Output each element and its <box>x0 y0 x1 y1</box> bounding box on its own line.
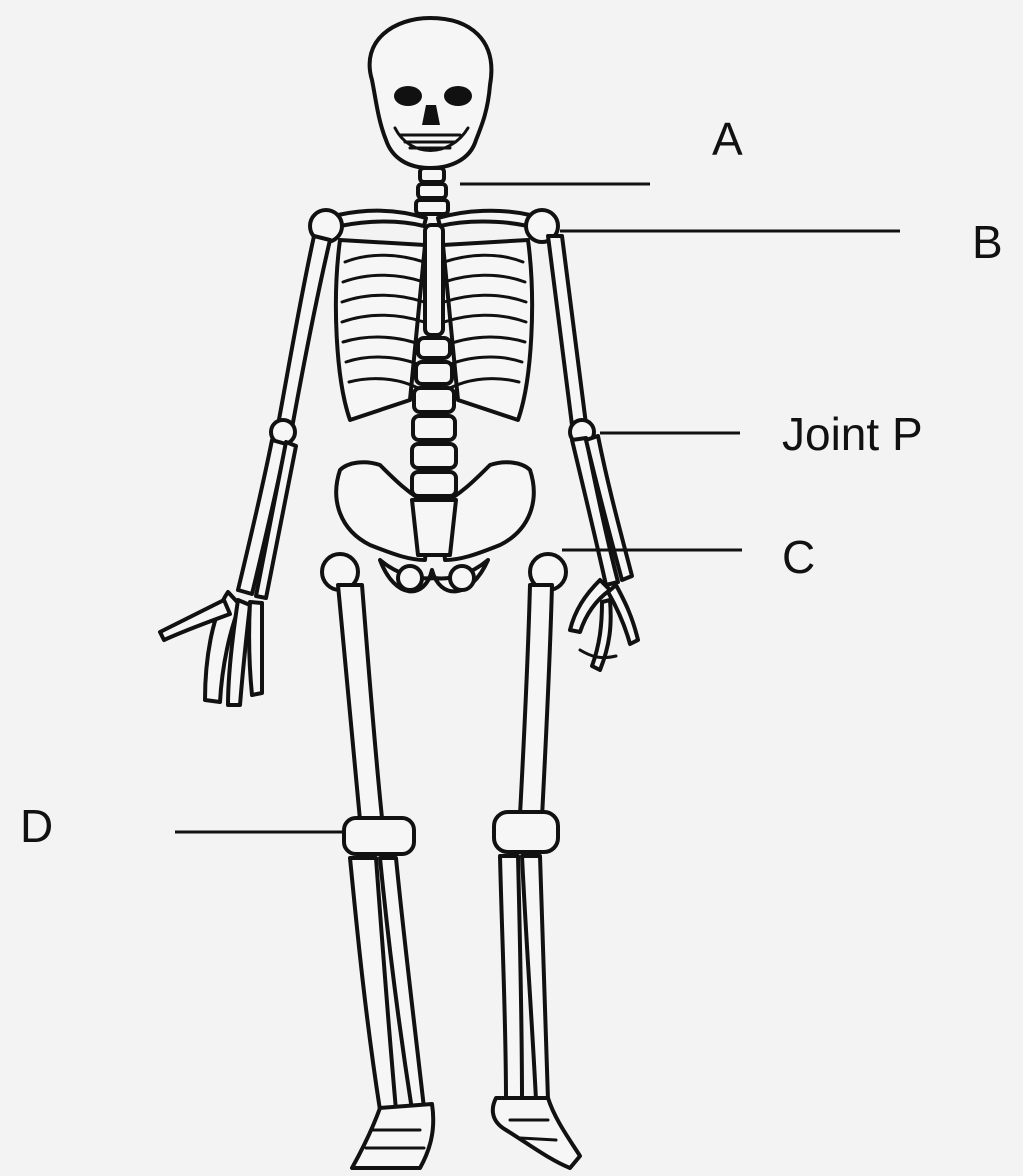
label-b: B <box>972 216 1003 268</box>
skeleton <box>160 18 638 1168</box>
left-arm <box>160 236 330 705</box>
right-arm <box>548 236 638 670</box>
right-leg <box>493 554 580 1168</box>
left-leg <box>322 554 433 1168</box>
spine <box>412 338 456 496</box>
label-joint-p: Joint P <box>782 408 923 460</box>
label-c: C <box>782 531 815 583</box>
skull <box>370 18 492 168</box>
neck <box>416 168 448 214</box>
label-d: D <box>20 800 53 852</box>
label-a: A <box>712 113 743 165</box>
